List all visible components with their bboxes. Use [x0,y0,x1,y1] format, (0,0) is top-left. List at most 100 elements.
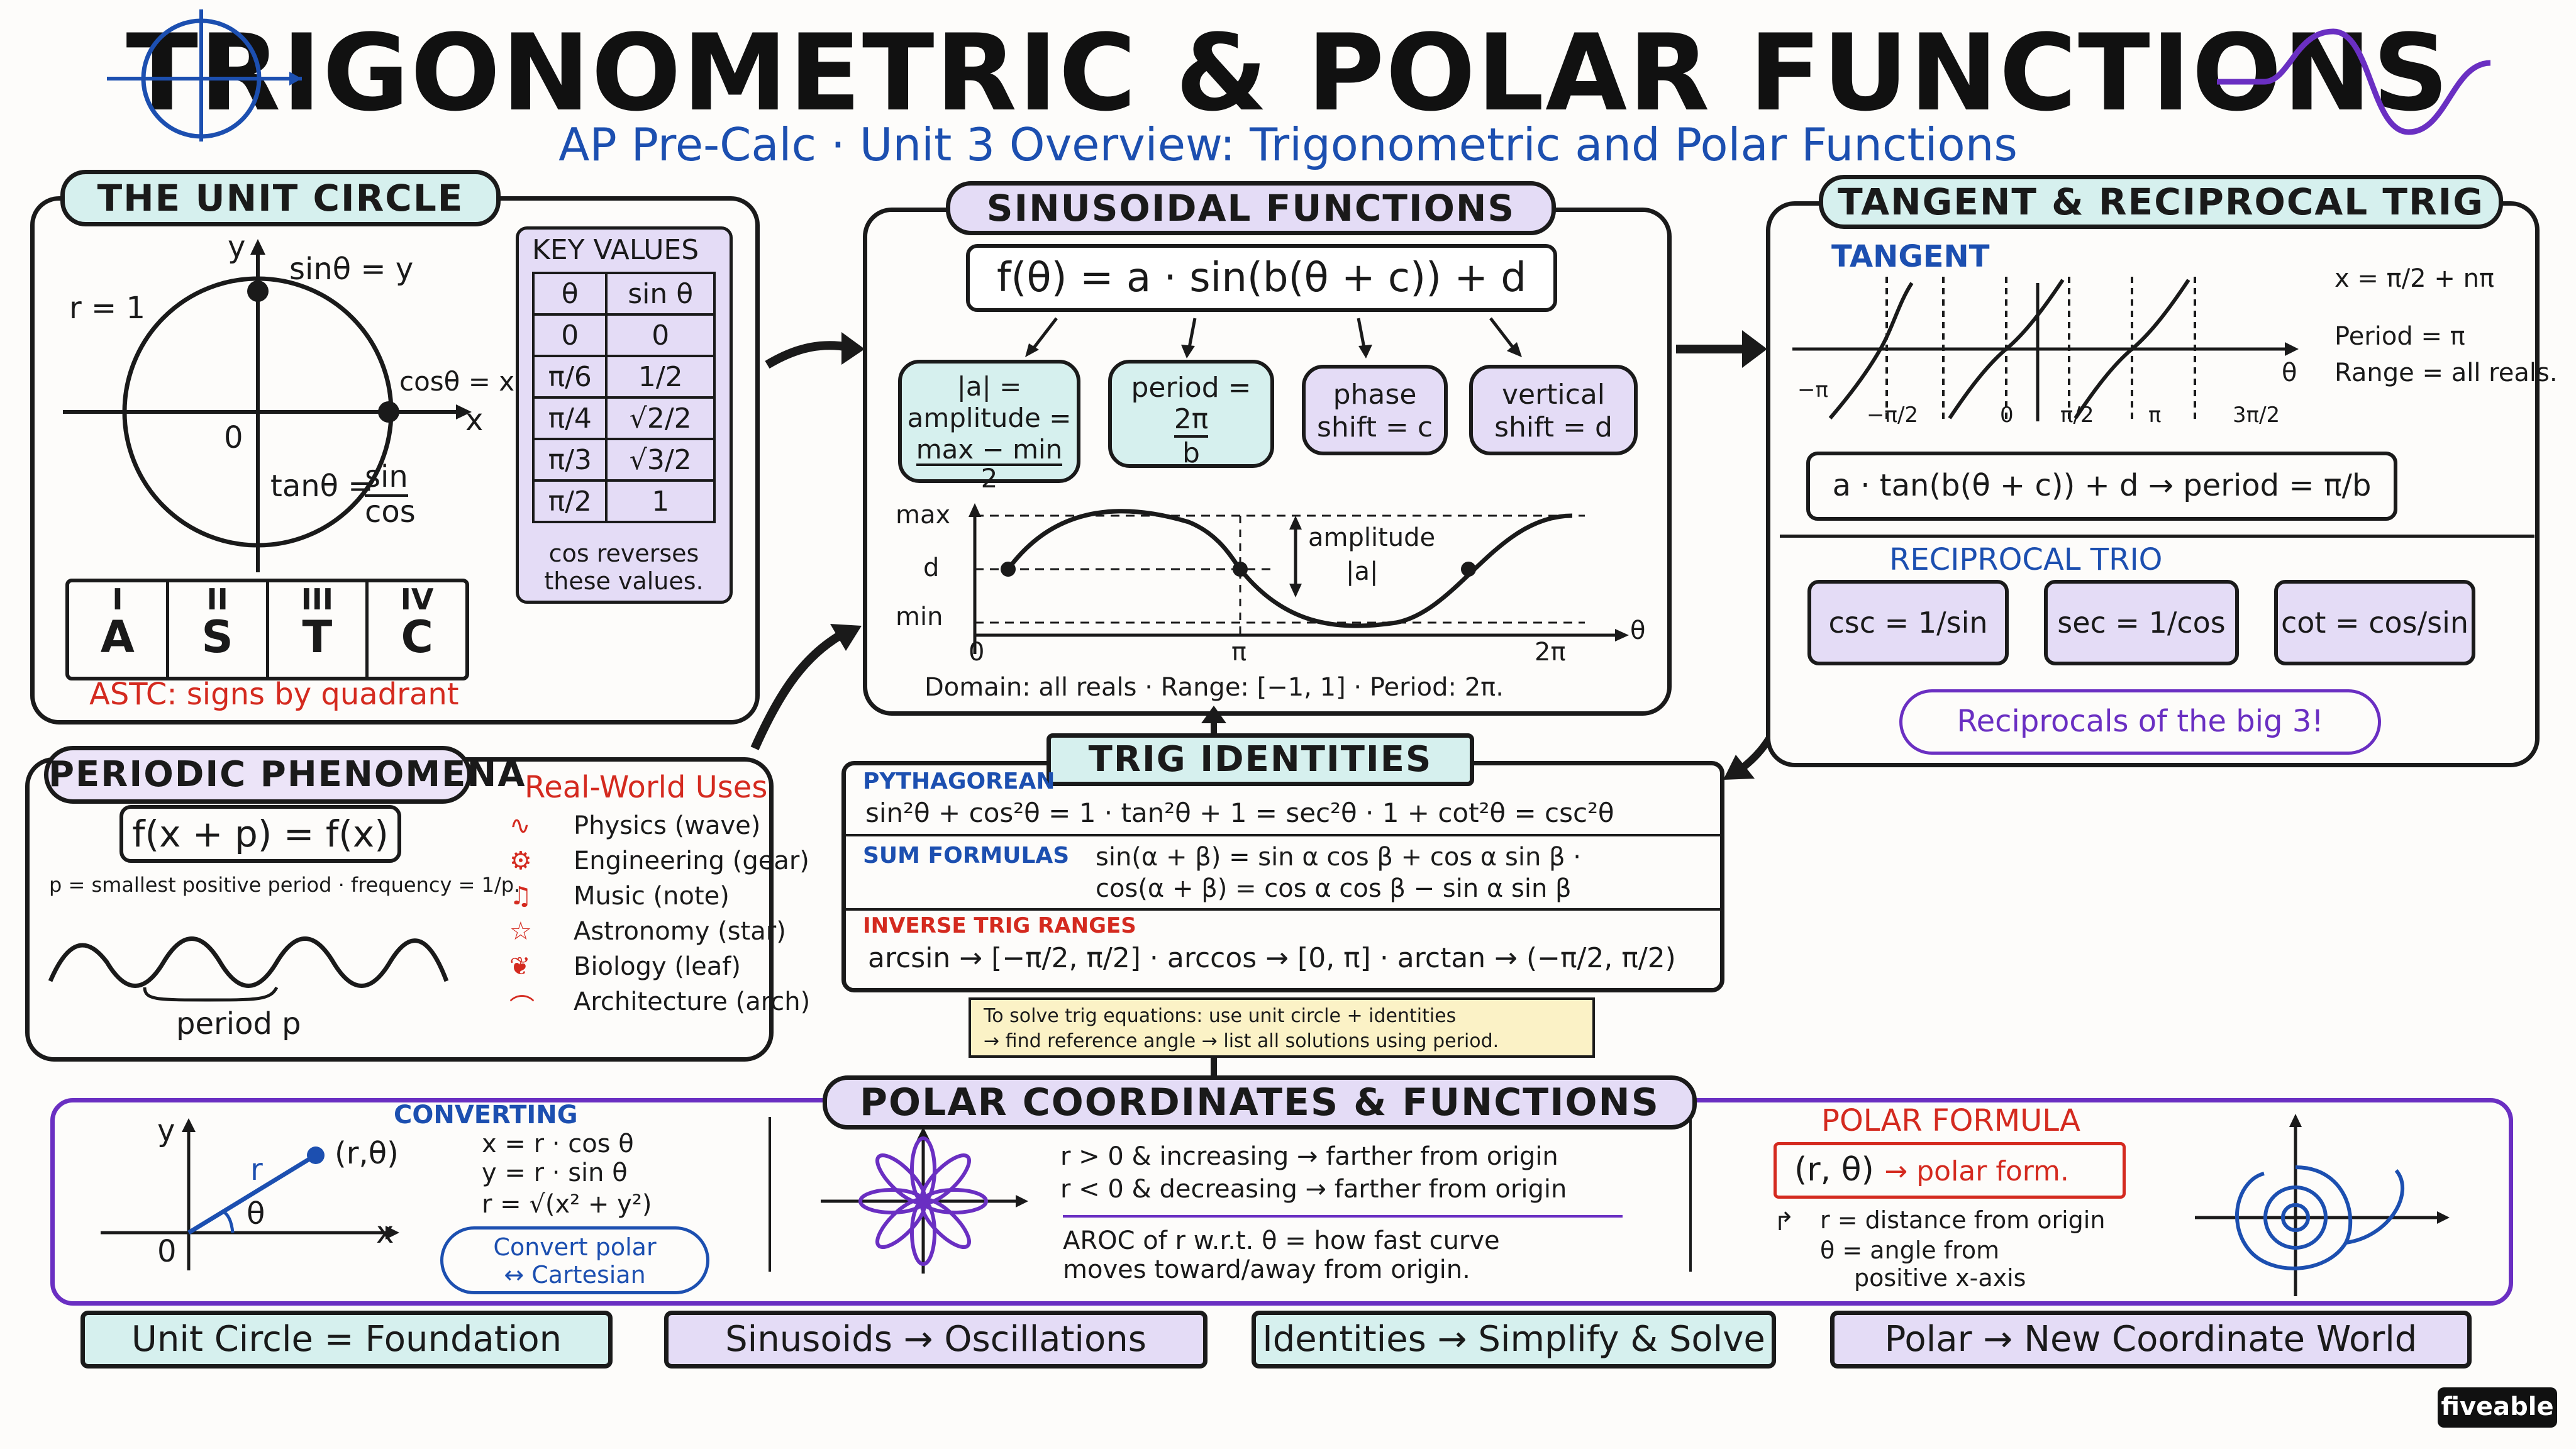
graph-abs-a-label: |a| [1346,557,1379,586]
graph-d-label: d [923,553,940,582]
crosshair-circle-icon [107,9,302,142]
polar-def-1: r = distance from origin [1820,1206,2106,1234]
footer-unit-circle: Unit Circle = Foundation [80,1311,613,1368]
origin-label: 0 [224,420,243,455]
table-cell: 0 [605,313,716,357]
sec-box: sec = 1/cos [2044,580,2239,665]
use-item: Engineering (gear) [574,847,809,875]
tangent-divider [1780,535,2534,538]
inverse-ranges-label: INVERSE TRIG RANGES [863,913,1136,938]
sum-formulas-label: SUM FORMULAS [863,843,1070,869]
x-axis-label: x [465,402,484,438]
sinusoid-graph [969,503,1629,654]
quadrant-2: II S [169,582,269,677]
convert-note: Convert polar↔ Cartesian [440,1226,709,1294]
aroc-line-1: AROC of r w.r.t. θ = how fast curve [1063,1226,1500,1255]
periodic-wave [48,936,449,1002]
footer-sinusoids: Sinusoids → Oscillations [664,1311,1208,1368]
tan-axis-label: 3π/2 [2233,402,2280,428]
polar-theta-label: θ [247,1196,265,1231]
cos-label: cosθ = x [399,366,515,397]
tangent-label: TANGENT [1831,239,1990,274]
polar-rule-1: r > 0 & increasing → farther from origin [1060,1142,1558,1171]
polar-formula-box: (r, θ) → polar form. [1774,1142,2126,1199]
use-item: Physics (wave) [574,811,761,840]
sum-formula-cos: cos(α + β) = cos α cos β − sin α sin β [1096,874,1572,903]
sine-wave-icon [2217,28,2491,135]
graph-min-label: min [896,602,943,631]
sinusoid-domain-range: Domain: all reals · Range: [−1, 1] · Per… [924,673,1504,702]
pythagorean-identities: sin²θ + cos²θ = 1 · tan²θ + 1 = sec²θ · … [865,797,1614,828]
unit-circle-graph [63,239,472,572]
table-cell: 1/2 [605,355,716,399]
periodic-formula: f(x + p) = f(x) [119,805,401,863]
use-item: Astronomy (star) [574,917,786,946]
converting-label: CONVERTING [394,1101,578,1130]
graph-max-label: max [896,501,951,530]
csc-box: csc = 1/sin [1807,580,2009,665]
use-item: Biology (leaf) [574,952,741,981]
tan-numerator: sin [365,459,408,497]
solve-note: To solve trig equations: use unit circle… [969,997,1595,1058]
polar-header: POLAR COORDINATES & FUNCTIONS [823,1075,1697,1130]
polar-def-2: θ = angle from [1820,1236,2000,1264]
identities-header: TRIG IDENTITIES [1046,733,1474,786]
brand-logo: fiveable [2438,1387,2557,1428]
table-cell: 0 [531,313,608,357]
reciprocal-label: RECIPROCAL TRIO [1889,542,2163,577]
gear-icon: ⚙ [509,847,532,875]
identities-divider [841,908,1724,911]
tan-asymptote: x = π/2 + nπ [2334,264,2495,293]
table-cell: √3/2 [605,438,716,482]
tan-axis-label: π [2148,402,2162,428]
sin-label: sinθ = y [289,252,414,287]
conversion-x: x = r · cos θ [482,1130,634,1158]
table-cell: π/6 [531,355,608,399]
quadrant-4: IV C [400,582,434,663]
polar-divider [1689,1117,1692,1272]
polar-origin-label: 0 [157,1234,177,1269]
arrow-right-icon [765,332,865,369]
polar-y-label: y [157,1113,175,1148]
star-icon: ☆ [509,917,532,946]
polar-formula-label: POLAR FORMULA [1821,1103,2080,1138]
footer-identities: Identities → Simplify & Solve [1252,1311,1776,1368]
key-values-note: cos reverses these values. [544,540,704,595]
periodic-header: PERIODIC PHENOMENA [44,746,525,804]
tangent-graph [1792,277,2299,421]
table-cell: √2/2 [605,396,716,440]
period-p-label: period p [176,1006,301,1041]
tan-theta-label: θ [2282,358,2297,387]
astc-caption: ASTC: signs by quadrant [89,677,459,712]
periodic-description: p = smallest positive period · frequency… [49,873,521,897]
quadrant-3: III T [269,582,369,677]
polar-r-label: r [250,1152,263,1187]
tan-formula: a · tan(b(θ + c)) + d → period = π/b [1806,452,2397,521]
col-sin: sin θ [605,272,716,316]
polar-conversion-graph [101,1118,399,1270]
sinusoid-formula: f(θ) = a · sin(b(θ + c)) + d [966,244,1557,312]
use-item: Music (note) [574,882,730,911]
table-cell: π/3 [531,438,608,482]
radius-label: r = 1 [69,291,146,326]
tan-axis-label: −π [1797,377,1828,402]
sum-formula-sin: sin(α + β) = sin α cos β + cos α sin β · [1096,843,1581,872]
polar-x-label: x [376,1215,394,1250]
table-cell: π/4 [531,396,608,440]
music-note-icon: ♫ [509,882,532,911]
graph-theta-label: θ [1630,616,1646,645]
identities-panel [841,761,1724,992]
graph-amplitude-label: amplitude [1308,523,1436,552]
polar-point-label: (r,θ) [335,1136,399,1171]
polar-rule-2: r < 0 & decreasing → farther from origin [1060,1175,1567,1204]
use-item: Architecture (arch) [574,987,811,1016]
graph-2pi-label: 2π [1535,638,1566,667]
tan-label: tanθ = [270,469,374,504]
tan-axis-label: 0 [2000,402,2014,428]
col-theta: θ [531,272,608,316]
polar-def-3: positive x-axis [1854,1264,2026,1292]
reciprocal-note: Reciprocals of the big 3! [1899,689,2381,755]
polar-def-arrows: ↱ [1774,1208,1795,1236]
